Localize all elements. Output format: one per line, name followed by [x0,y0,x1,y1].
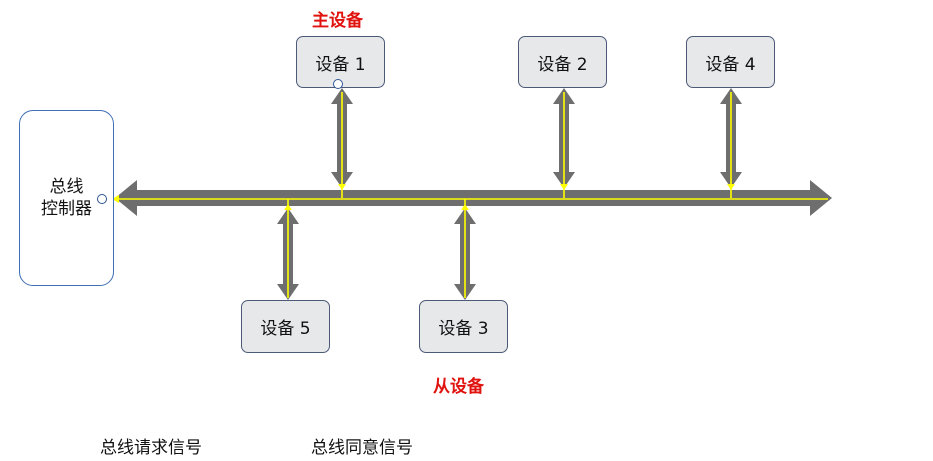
controller-label-line1: 总线 [49,177,84,197]
device-5: 设备 5 [241,300,330,353]
bus-request-signal-caption: 总线请求信号 [100,438,202,458]
system-bus-arrow [115,180,832,216]
signal-arrowhead-device-4 [727,184,735,190]
device-4-label: 设备 4 [705,54,756,75]
bus-grant-signal-caption: 总线同意信号 [311,438,413,458]
device-2-label: 设备 2 [537,54,588,75]
master-device-tag: 主设备 [312,11,363,31]
slave-device-tag: 从设备 [433,377,484,397]
device-1-label: 设备 1 [315,54,366,75]
signal-arrowhead-device-2 [560,184,568,190]
device-4: 设备 4 [686,36,775,88]
device-2: 设备 2 [518,36,607,88]
controller-port-circle [97,194,107,204]
controller-label-line2: 控制器 [41,199,92,219]
signal-lines [112,92,828,298]
signal-arrowhead-device-5 [284,204,292,210]
signal-arrowhead-left [112,195,119,203]
device-3: 设备 3 [419,300,508,353]
signal-arrowhead-device-3 [461,204,469,210]
device-3-label: 设备 3 [438,319,489,339]
device-5-label: 设备 5 [260,319,311,339]
signal-arrowhead-device-1 [338,184,346,190]
device-1-port-circle [333,79,343,89]
